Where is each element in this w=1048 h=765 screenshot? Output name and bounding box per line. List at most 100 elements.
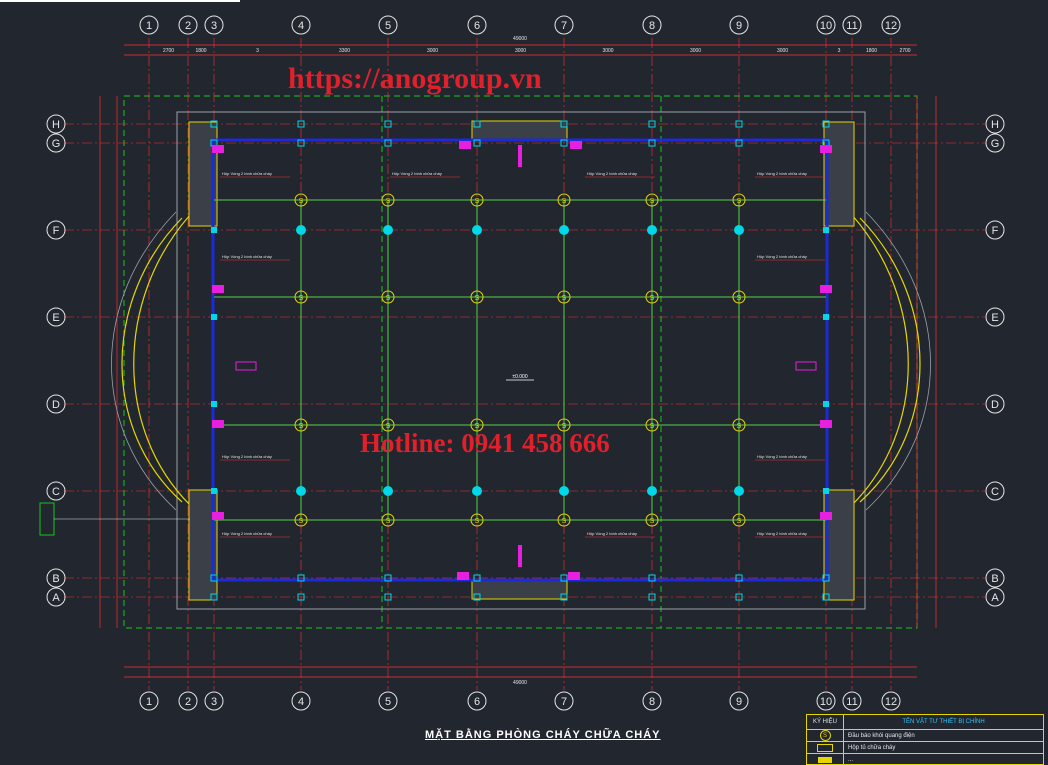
column-square	[473, 120, 481, 128]
smoke-detector-icon	[557, 513, 571, 527]
column-square	[735, 574, 743, 582]
grid-axis-label: 1	[146, 696, 152, 708]
column-marker	[647, 486, 657, 496]
grid-axis-label: D	[991, 399, 999, 411]
smoke-detector-label: S	[737, 518, 742, 525]
smoke-detector-label: S	[737, 423, 742, 430]
column-square	[735, 120, 743, 128]
column-marker	[383, 225, 393, 235]
legend-row: Hộp tủ chữa cháy	[807, 742, 1043, 754]
smoke-detector-icon	[732, 418, 746, 432]
grid-axis-bubble	[881, 691, 901, 711]
column-square	[823, 314, 829, 320]
grid-axis-bubble	[204, 691, 224, 711]
smoke-detector-icon	[645, 290, 659, 304]
fire-cabinet-icon	[568, 572, 580, 580]
legend-header: KÝ HIỆU TÊN VẬT TƯ THIẾT BỊ CHÍNH	[807, 715, 1043, 730]
annotation-text: Hộp Vòng 2 bình chữa cháy	[757, 531, 807, 536]
column-square	[822, 120, 830, 128]
grid-axis-label: 2	[185, 20, 191, 32]
column-marker	[559, 486, 569, 496]
annotation-text: Hộp Vòng 2 bình chữa cháy	[392, 171, 442, 176]
column-square	[297, 593, 305, 601]
column-square	[211, 401, 217, 407]
grid-axis-bubble	[554, 15, 574, 35]
grid-axis-label: B	[991, 573, 998, 585]
grid-axis-label: 6	[474, 696, 480, 708]
smoke-detector-label: S	[299, 518, 304, 525]
grid-axis-bubble	[46, 394, 66, 414]
grid-axis-label: A	[52, 592, 60, 604]
grid-axis-bubble	[985, 114, 1005, 134]
smoke-detector-label: S	[650, 518, 655, 525]
dimension-total: 49000	[513, 36, 527, 42]
grid-axis-label: 10	[820, 696, 832, 708]
smoke-detector-icon	[294, 513, 308, 527]
top-edge-strip	[0, 0, 240, 2]
grid-axis-label: 7	[561, 696, 567, 708]
equipment-icon	[818, 756, 832, 763]
fire-cabinet-icon	[212, 420, 224, 428]
grid-axis-label: C	[991, 486, 999, 498]
curved-wall-right	[851, 214, 909, 506]
legend-col-name: TÊN VẬT TƯ THIẾT BỊ CHÍNH	[902, 719, 985, 725]
column-square	[211, 488, 217, 494]
smoke-detector-label: S	[299, 423, 304, 430]
smoke-detector-icon: S	[819, 730, 831, 741]
grid-axis-bubble	[46, 114, 66, 134]
watermark-url: https://anogroup.vn	[288, 62, 542, 95]
grid-axis-bubble	[46, 133, 66, 153]
column-square	[473, 574, 481, 582]
dimension-text: 3	[838, 48, 841, 54]
smoke-detector-label: S	[562, 518, 567, 525]
grid-axis-bubble	[139, 691, 159, 711]
grid-axis-label: E	[52, 312, 59, 324]
legend-row-text: ...	[848, 756, 854, 763]
curved-wall-right	[859, 217, 921, 503]
grid-axis-bubble	[881, 15, 901, 35]
dimension-text: 3000	[427, 48, 438, 54]
column-square	[648, 574, 656, 582]
grid-axis-bubble	[985, 481, 1005, 501]
dimension-text: 3000	[777, 48, 788, 54]
column-square	[473, 139, 481, 147]
column-square	[210, 120, 218, 128]
smoke-detector-label: S	[299, 295, 304, 302]
grid-axis-bubble	[46, 568, 66, 588]
grid-axis-label: 5	[385, 20, 391, 32]
smoke-detector-icon	[645, 193, 659, 207]
column-marker	[734, 225, 744, 235]
grid-axis-bubble	[985, 133, 1005, 153]
column-square	[822, 593, 830, 601]
smoke-detector-icon	[381, 418, 395, 432]
grid-axis-label: 12	[885, 20, 897, 32]
dimension-text: 3000	[602, 48, 613, 54]
grid-axis-bubble	[139, 15, 159, 35]
fire-cabinet-icon	[212, 285, 224, 293]
column-square	[560, 120, 568, 128]
smoke-detector-label: S	[475, 295, 480, 302]
legend-row: S Đầu báo khói quang điện	[807, 730, 1043, 742]
column-marker	[296, 225, 306, 235]
column-marker	[647, 225, 657, 235]
grid-axis-bubble	[554, 691, 574, 711]
grid-axis-label: 3	[211, 20, 217, 32]
grid-axis-label: F	[53, 225, 60, 237]
grid-axis-label: 9	[736, 20, 742, 32]
smoke-detector-label: S	[562, 295, 567, 302]
smoke-detector-label: S	[386, 198, 391, 205]
grid-axis-bubble	[816, 15, 836, 35]
grid-axis-bubble	[467, 15, 487, 35]
dimension-text: 3000	[690, 48, 701, 54]
grid-axis-label: 10	[820, 20, 832, 32]
column-marker	[472, 486, 482, 496]
annotation-text: Hộp Vòng 2 bình chữa cháy	[757, 254, 807, 259]
curved-wall-left	[121, 217, 183, 503]
dimension-text: 3	[256, 48, 259, 54]
smoke-detector-icon	[294, 418, 308, 432]
smoke-detector-icon	[470, 290, 484, 304]
grid-axis-bubble	[178, 691, 198, 711]
smoke-detector-label: S	[386, 295, 391, 302]
grid-axis-label: 7	[561, 20, 567, 32]
smoke-detector-icon	[557, 193, 571, 207]
